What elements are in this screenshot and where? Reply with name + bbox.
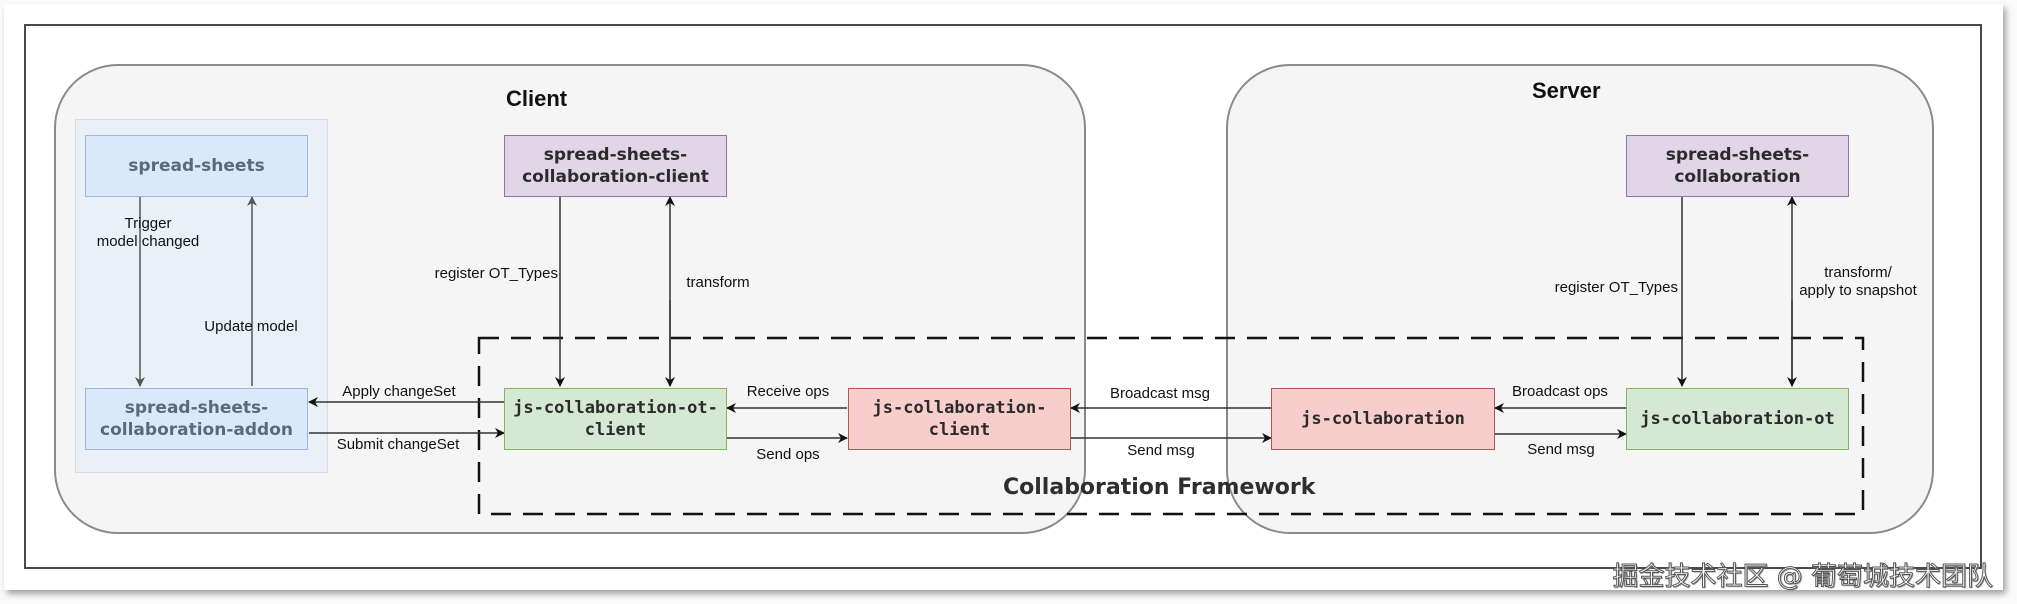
node-spread-sheets[interactable]: spread-sheets [85,135,308,197]
server-title: Server [1532,78,1601,103]
label-apply-changeset: Apply changeSet [342,383,456,400]
node-js-collaboration[interactable]: js-collaboration [1271,388,1495,450]
client-title: Client [506,86,568,111]
label-send-msg-1: Send msg [1127,442,1195,459]
label-transform-client: transform [686,274,750,291]
label-receive-ops: Receive ops [746,383,830,400]
label-broadcast-ops: Broadcast ops [1512,383,1608,400]
node-js-collaboration-ot-client[interactable]: js-collaboration-ot- client [504,388,727,450]
label-register-server: register OT_Types [1554,279,1678,296]
node-js-collaboration-client[interactable]: js-collaboration- client [848,388,1071,450]
label-trigger: Trigger model changed [96,215,200,250]
watermark: 掘金技术社区 @ 葡萄城技术团队 [1612,562,1994,593]
node-collaboration-client[interactable]: spread-sheets- collaboration-client [504,135,727,197]
node-collaboration-addon[interactable]: spread-sheets- collaboration-addon [85,388,308,450]
label-transform-server: transform/ apply to snapshot [1799,264,1917,299]
framework-title: Collaboration Framework [1003,475,1316,500]
node-js-collaboration-ot[interactable]: js-collaboration-ot [1626,388,1849,450]
label-broadcast-msg: Broadcast msg [1109,385,1211,402]
label-submit-changeset: Submit changeSet [336,436,460,453]
node-server-collaboration[interactable]: spread-sheets- collaboration [1626,135,1849,197]
label-register-client: register OT_Types [434,265,558,282]
diagram-frame [24,24,1982,569]
label-send-msg-2: Send msg [1527,441,1595,458]
label-send-ops: Send ops [756,446,820,463]
label-update-model: Update model [204,318,298,335]
